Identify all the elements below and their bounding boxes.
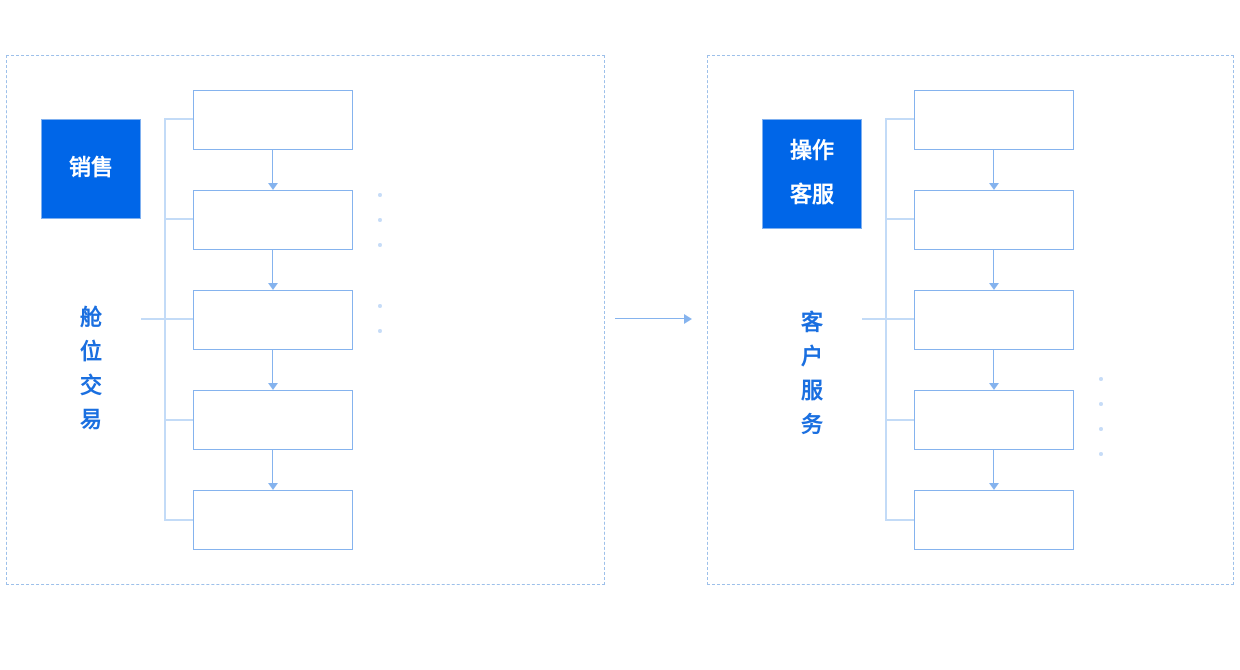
label-char: 户 — [800, 345, 823, 370]
bracket-branch — [164, 218, 193, 220]
flow-node — [193, 90, 353, 150]
bracket-branch — [885, 118, 914, 120]
label-char: 易 — [79, 408, 102, 433]
ellipsis-dot — [1099, 427, 1103, 431]
sales-panel — [6, 55, 605, 585]
down-arrow-line — [993, 250, 994, 284]
bracket-branch — [885, 218, 914, 220]
flow-node — [914, 390, 1074, 450]
customer-service-label: 客 户 服 务 — [795, 307, 829, 443]
ellipsis-dot — [1099, 377, 1103, 381]
label-char: 舱 — [79, 306, 102, 331]
flow-node — [914, 90, 1074, 150]
cabin-trading-label: 舱 位 交 易 — [74, 302, 108, 438]
ellipsis-dot — [1099, 452, 1103, 456]
ellipsis-dot — [378, 218, 382, 222]
panel-flow-arrow-line — [615, 318, 685, 319]
label-char: 服 — [800, 379, 823, 404]
operations-cs-badge: 操作 客服 — [762, 119, 862, 229]
down-arrow-icon — [989, 183, 999, 190]
down-arrow-line — [993, 450, 994, 484]
flow-node — [193, 290, 353, 350]
ellipsis-dot — [378, 193, 382, 197]
down-arrow-line — [272, 250, 273, 284]
down-arrow-line — [993, 150, 994, 184]
flow-node — [914, 190, 1074, 250]
down-arrow-icon — [268, 283, 278, 290]
down-arrow-icon — [268, 383, 278, 390]
ellipsis-dot — [378, 329, 382, 333]
label-char: 交 — [79, 374, 102, 399]
sales-badge: 销售 — [41, 119, 141, 219]
bracket-vertical — [885, 118, 887, 521]
down-arrow-icon — [268, 483, 278, 490]
label-connector — [862, 318, 914, 320]
label-connector — [141, 318, 193, 320]
down-arrow-icon — [989, 383, 999, 390]
right-arrow-icon — [684, 314, 692, 324]
ellipsis-dot — [378, 304, 382, 308]
down-arrow-line — [272, 350, 273, 384]
flow-node — [193, 490, 353, 550]
bracket-branch — [885, 519, 914, 521]
badge-line: 操作 — [789, 139, 834, 164]
down-arrow-line — [993, 350, 994, 384]
down-arrow-icon — [268, 183, 278, 190]
label-char: 务 — [800, 413, 823, 438]
flow-node — [193, 390, 353, 450]
flow-node — [193, 190, 353, 250]
flow-node — [914, 290, 1074, 350]
sales-badge-text: 销售 — [68, 156, 113, 181]
bracket-branch — [885, 419, 914, 421]
down-arrow-line — [272, 150, 273, 184]
down-arrow-icon — [989, 483, 999, 490]
bracket-branch — [164, 519, 193, 521]
ellipsis-dot — [1099, 402, 1103, 406]
label-char: 位 — [79, 340, 102, 365]
bracket-vertical — [164, 118, 166, 521]
label-char: 客 — [800, 311, 823, 336]
customer-service-panel — [707, 55, 1234, 585]
down-arrow-icon — [989, 283, 999, 290]
ellipsis-dot — [378, 243, 382, 247]
down-arrow-line — [272, 450, 273, 484]
bracket-branch — [164, 419, 193, 421]
badge-line: 客服 — [789, 183, 834, 208]
flow-node — [914, 490, 1074, 550]
bracket-branch — [164, 118, 193, 120]
